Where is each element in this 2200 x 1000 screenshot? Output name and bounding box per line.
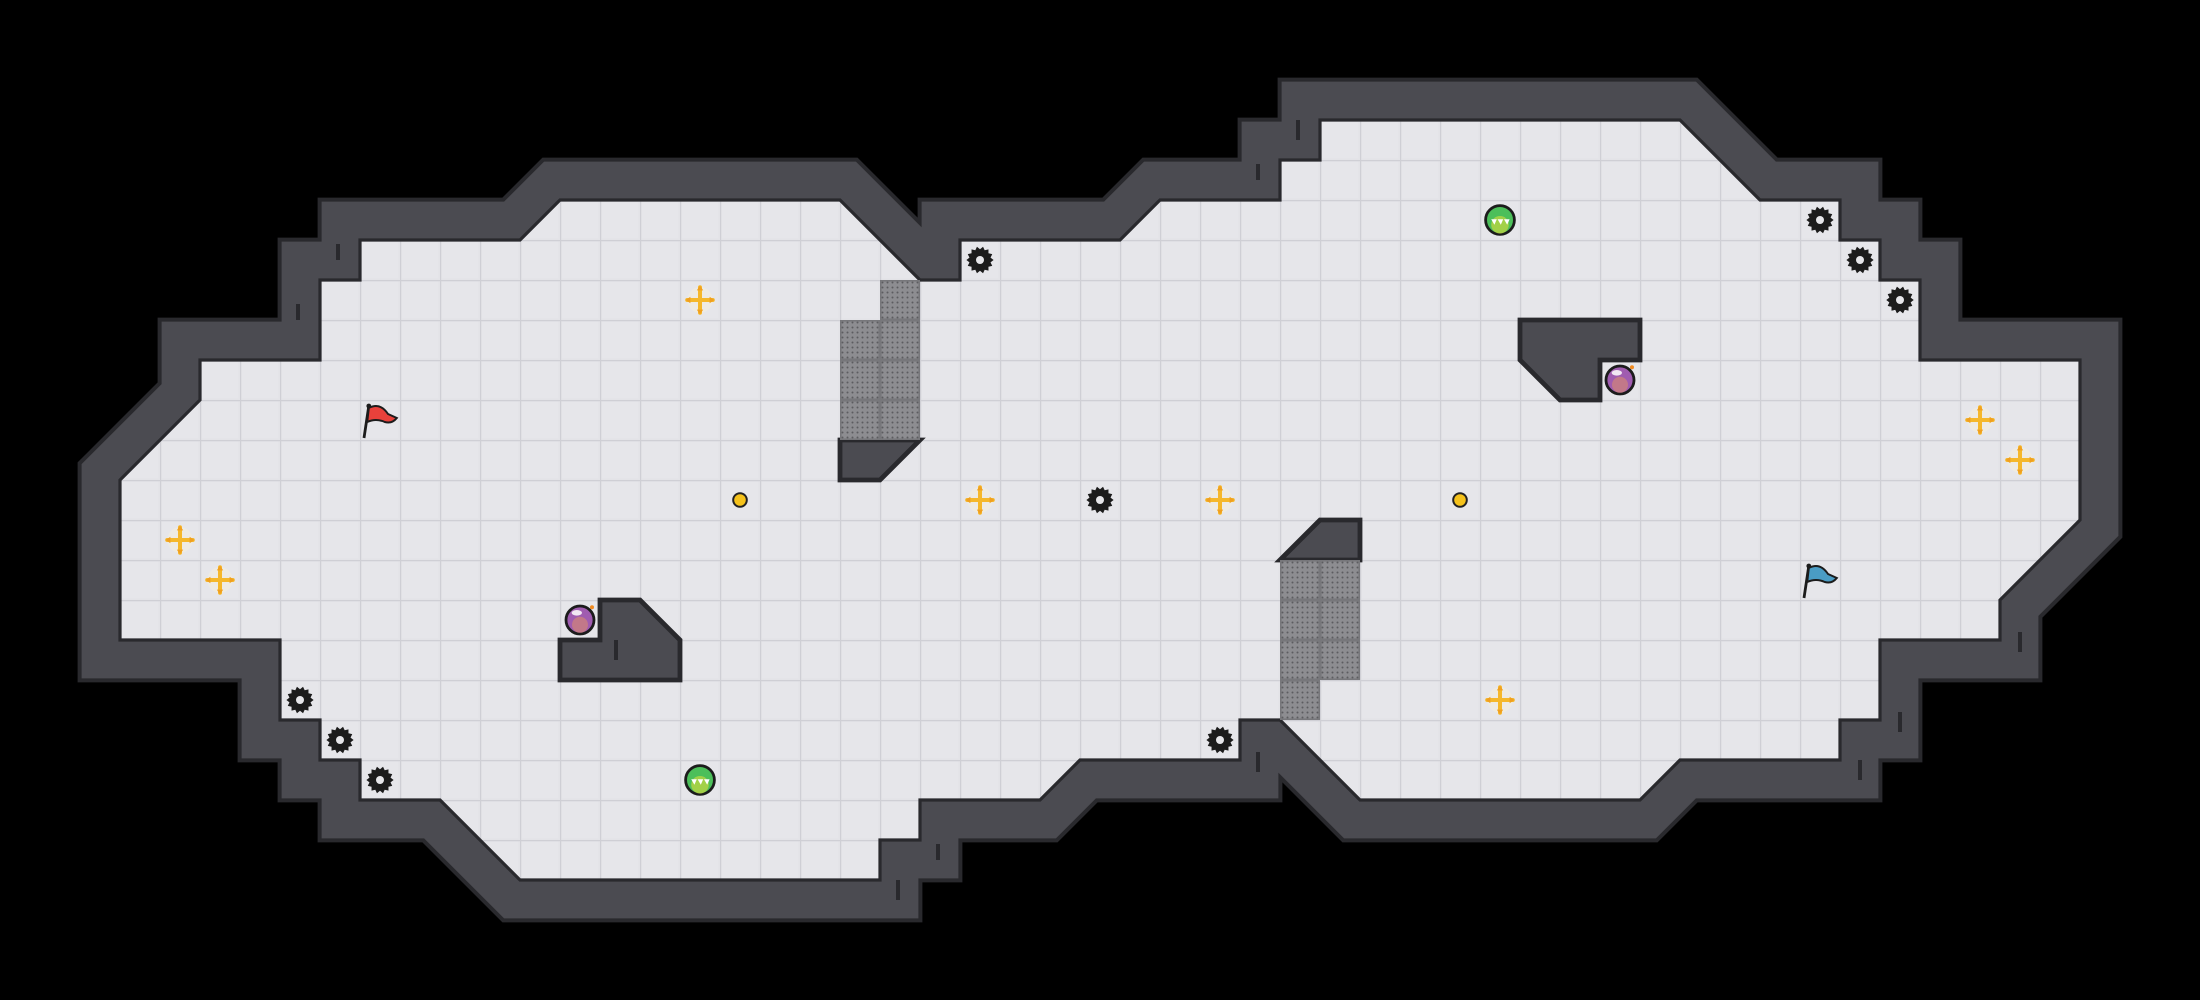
gear-icon bbox=[286, 686, 314, 714]
plus-cross-icon bbox=[165, 525, 195, 555]
plus-cross-icon bbox=[965, 485, 995, 515]
grate-tile bbox=[840, 360, 881, 401]
gear-icon bbox=[1806, 206, 1834, 234]
gear-icon bbox=[326, 726, 354, 754]
wall-block bbox=[1517, 317, 1643, 403]
grate-tile bbox=[880, 400, 921, 441]
coin-icon bbox=[1452, 492, 1468, 508]
red-flag-icon bbox=[362, 403, 399, 439]
grate-tile bbox=[1320, 640, 1361, 681]
plus-cross-icon bbox=[2005, 445, 2035, 475]
coin-icon bbox=[732, 492, 748, 508]
grate-layer bbox=[840, 279, 1361, 721]
grate-tile bbox=[1280, 680, 1321, 721]
grate-tile bbox=[880, 360, 921, 401]
gear-icon bbox=[1206, 726, 1234, 754]
gear-icon bbox=[1086, 486, 1114, 514]
grate-tile bbox=[840, 320, 881, 361]
plus-cross-icon bbox=[1485, 685, 1515, 715]
grate-tile bbox=[1320, 560, 1361, 601]
blue-flag-icon bbox=[1802, 563, 1839, 599]
entity-layer bbox=[165, 204, 2035, 796]
green-orb-icon bbox=[684, 764, 716, 796]
grate-tile bbox=[880, 279, 921, 320]
plus-cross-icon bbox=[205, 565, 235, 595]
gear-icon bbox=[1846, 246, 1874, 274]
grate-tile bbox=[1320, 600, 1361, 641]
grate-tile bbox=[1280, 600, 1321, 641]
obstacle-layer bbox=[557, 317, 1643, 683]
grate-tile bbox=[1280, 560, 1321, 601]
gear-icon bbox=[366, 766, 394, 794]
plus-cross-icon bbox=[1205, 485, 1235, 515]
bomb-icon bbox=[564, 604, 596, 636]
grate-tile bbox=[880, 320, 921, 361]
plus-cross-icon bbox=[685, 285, 715, 315]
green-orb-icon bbox=[1484, 204, 1516, 236]
wall-block bbox=[557, 597, 683, 683]
grate-tile bbox=[840, 400, 881, 441]
gear-icon bbox=[966, 246, 994, 274]
plus-cross-icon bbox=[1965, 405, 1995, 435]
bomb-icon bbox=[1604, 364, 1636, 396]
grate-tile bbox=[1280, 640, 1321, 681]
gear-icon bbox=[1886, 286, 1914, 314]
